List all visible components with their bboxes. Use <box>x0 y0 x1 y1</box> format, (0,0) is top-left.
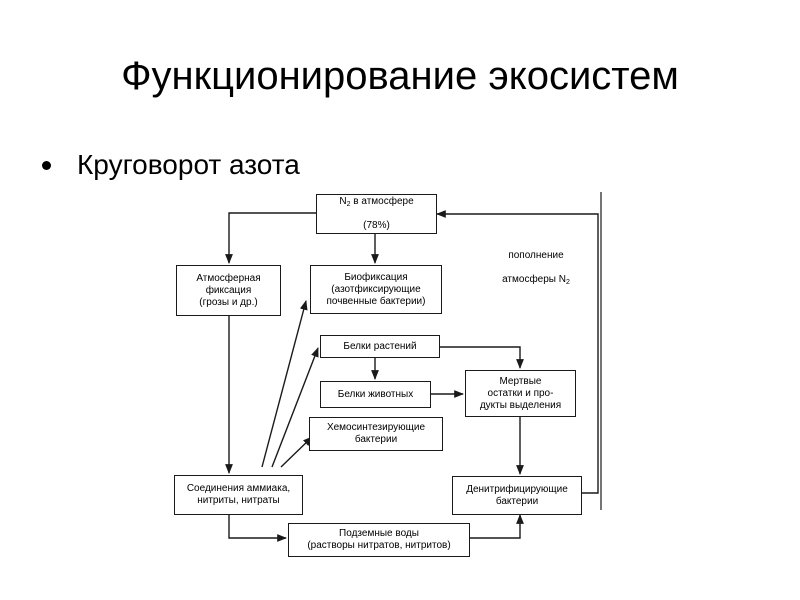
bullet-dot-icon <box>42 160 51 170</box>
arrow-plant-proteins-to-dead-remains <box>440 346 524 369</box>
animal-proteins-box: Белки животных <box>320 381 431 408</box>
groundwater-box: Подземные воды (растворы нитратов, нитри… <box>288 523 470 557</box>
arrow-groundwater-to-denitrifying <box>470 514 524 539</box>
bullet-text: Круговорот азота <box>77 149 300 180</box>
chemosynthetic-box: Хемосинтезирующие бактерии <box>309 417 443 451</box>
arrow-ammonia-to-biofixation <box>261 300 308 468</box>
replenishment-line2: атмосферы N <box>502 274 566 285</box>
n2-percent: (78%) <box>363 220 390 231</box>
arrow-denitrifying-to-atmosphere <box>436 210 599 494</box>
n2-prefix: N <box>339 196 347 207</box>
arrow-ammonia-to-plant-proteins <box>271 347 319 468</box>
bullet-item: Круговорот азота <box>42 147 300 183</box>
n2-subscript: 2 <box>346 201 351 208</box>
replenishment-subscript: 2 <box>566 279 570 286</box>
plant-proteins-box: Белки растений <box>320 335 440 358</box>
arrow-n2-to-atmospheric-fixation <box>225 212 316 264</box>
slide-title: Функционирование экосистем <box>121 54 679 98</box>
atmospheric-fixation-box: Атмосферная фиксация (грозы и др.) <box>176 265 281 316</box>
replenishment-note: пополнение атмосферы N2 <box>490 238 582 298</box>
biofixation-box: Биофиксация (азотфиксирующие почвенные б… <box>310 265 442 314</box>
n2-suffix: в атмосфере <box>350 196 414 207</box>
denitrifying-box: Денитрифицирующие бактерии <box>452 476 582 515</box>
ammonia-compounds-box: Соединения аммиака, нитриты, нитраты <box>174 475 303 515</box>
dead-remains-box: Мертвые остатки и про- дукты выделения <box>465 370 576 417</box>
n2-atmosphere-box: N2 в атмосфере (78%) <box>316 194 437 234</box>
arrow-ammonia-to-groundwater <box>228 515 287 542</box>
arrow-ammonia-to-chemosynthetic <box>280 436 313 468</box>
replenishment-line1: пополнение <box>508 250 564 261</box>
